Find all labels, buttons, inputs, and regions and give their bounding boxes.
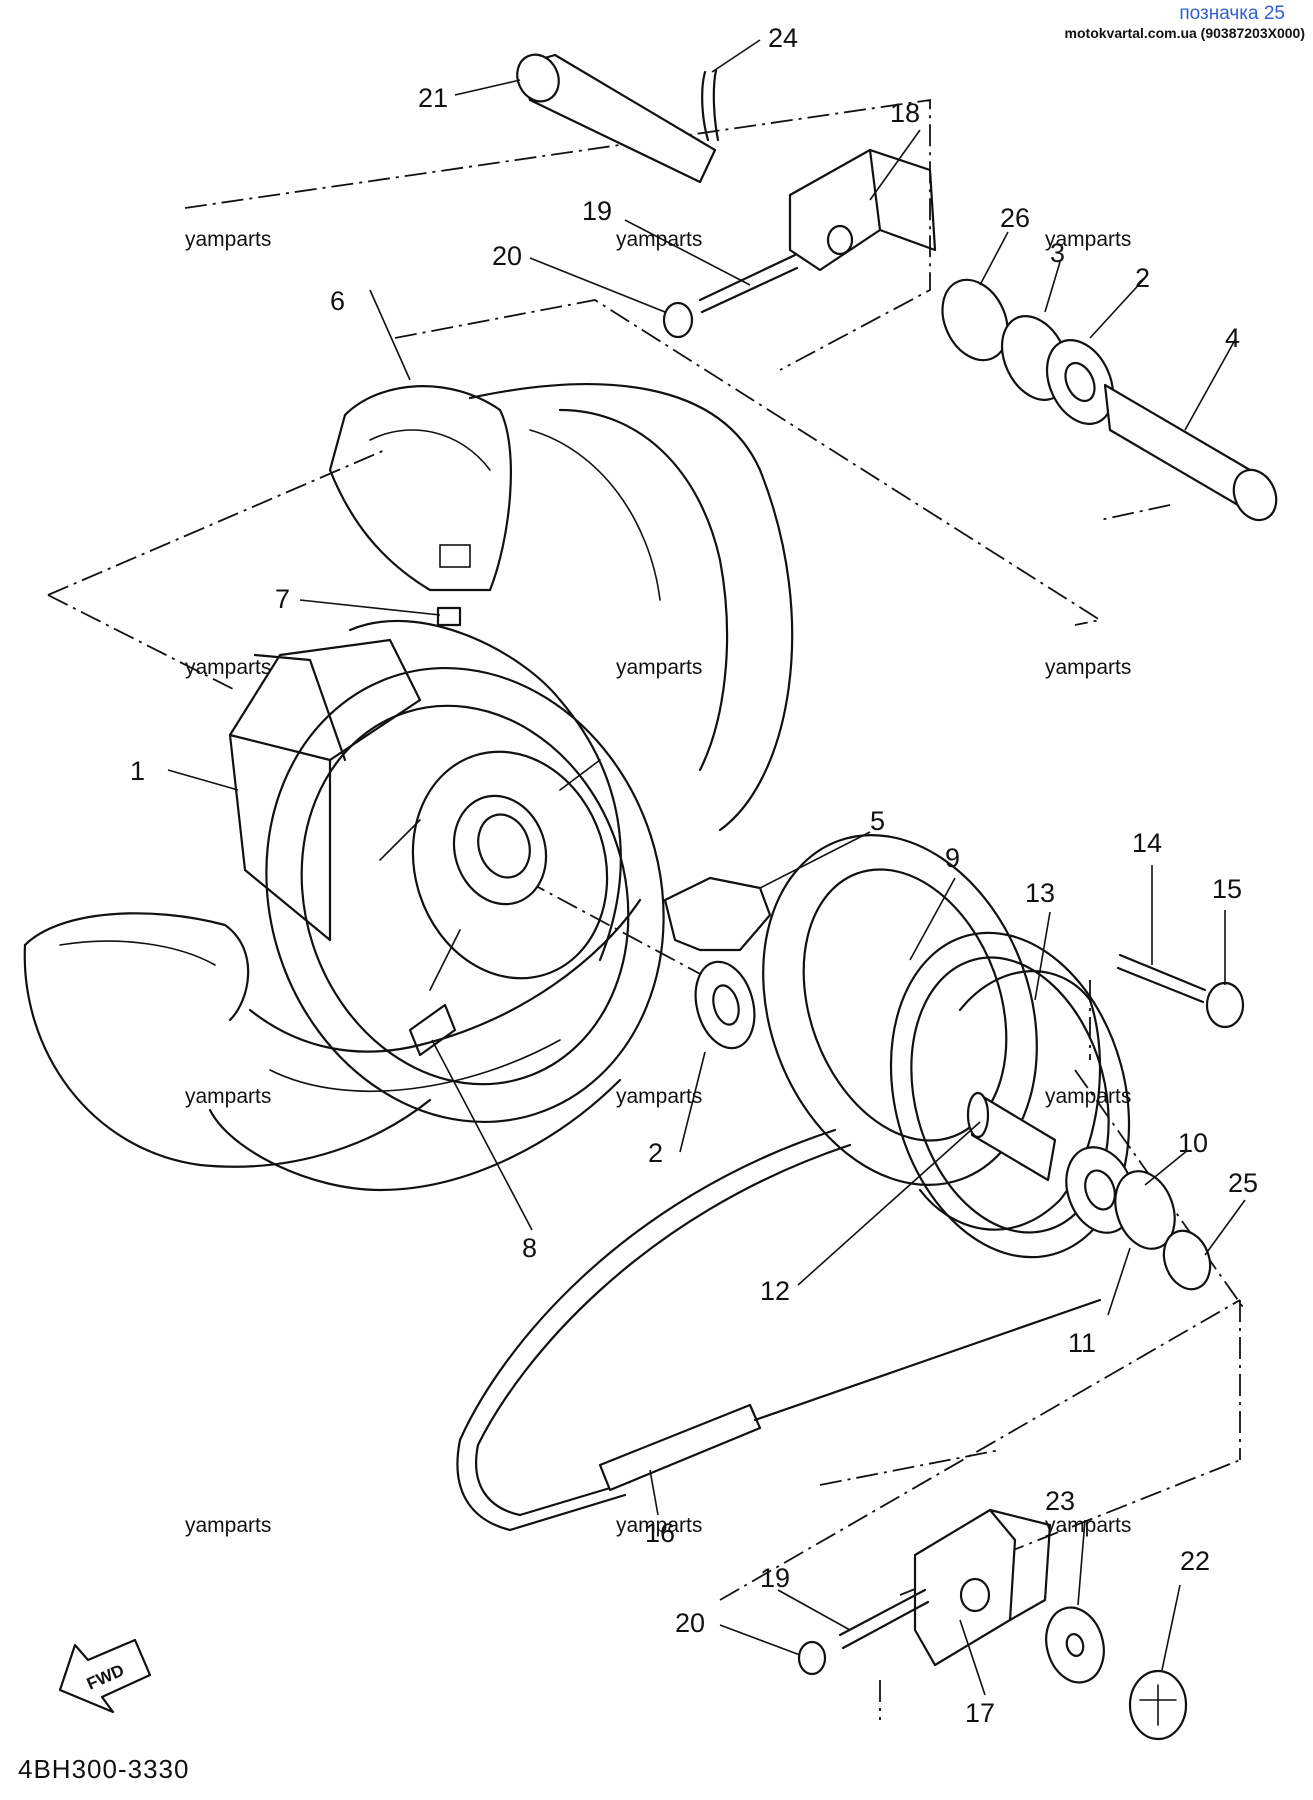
callout-4: 4 xyxy=(1225,323,1241,353)
callout-15: 15 xyxy=(1212,874,1243,904)
callout-2-right: 2 xyxy=(1135,263,1151,293)
wheel-hub xyxy=(228,619,665,1123)
chain-case xyxy=(23,385,512,1168)
callout-3: 3 xyxy=(1050,238,1066,268)
callout-5: 5 xyxy=(870,806,886,836)
callout-12: 12 xyxy=(760,1276,791,1306)
sprocket-assembly xyxy=(762,834,1245,1291)
callout-17: 17 xyxy=(965,1698,996,1728)
callout-19-upper: 19 xyxy=(582,196,613,226)
callout-20-upper: 20 xyxy=(492,241,523,271)
callout-2-left: 2 xyxy=(648,1138,664,1168)
watermark: yamparts xyxy=(1045,228,1132,251)
callout-24: 24 xyxy=(768,23,799,53)
callout-8: 8 xyxy=(522,1233,538,1263)
callout-18: 18 xyxy=(890,98,921,128)
header-source: motokvartal.com.ua (90387203X000) xyxy=(1064,25,1305,41)
watermark: yamparts xyxy=(1045,1085,1132,1108)
watermark: yamparts xyxy=(185,1085,272,1108)
watermark: yamparts xyxy=(616,228,703,251)
callout-9: 9 xyxy=(945,843,961,873)
watermark: yamparts xyxy=(185,228,272,251)
callout-14: 14 xyxy=(1132,828,1163,858)
watermark: yamparts xyxy=(185,656,272,679)
callout-25: 25 xyxy=(1228,1168,1259,1198)
diagram-code: 4BH300-3330 xyxy=(18,1754,190,1784)
drive-chain xyxy=(456,1128,1102,1532)
watermark: yamparts xyxy=(616,1514,703,1537)
lower-adjuster xyxy=(797,1508,1188,1741)
watermark: yamparts xyxy=(1045,656,1132,679)
watermark: yamparts xyxy=(616,656,703,679)
callout-16: 16 xyxy=(645,1518,676,1548)
fwd-arrow-icon: FWD xyxy=(58,1638,152,1714)
callout-13: 13 xyxy=(1025,878,1056,908)
callout-11: 11 xyxy=(1068,1328,1097,1358)
small-parts xyxy=(408,53,1278,1057)
callout-21: 21 xyxy=(418,83,449,113)
callout-1: 1 xyxy=(130,756,146,786)
callout-23: 23 xyxy=(1045,1486,1076,1516)
callout-26: 26 xyxy=(1000,203,1031,233)
callout-19-lower: 19 xyxy=(760,1563,791,1593)
rear-tire xyxy=(208,383,794,1192)
callout-22: 22 xyxy=(1180,1546,1211,1576)
callout-10: 10 xyxy=(1178,1128,1209,1158)
watermark: yamparts xyxy=(185,1514,272,1537)
watermark: yamparts xyxy=(616,1085,703,1108)
callout-7: 7 xyxy=(275,584,291,614)
watermark: yamparts xyxy=(1045,1514,1132,1537)
callout-6: 6 xyxy=(330,286,346,316)
leader-lines xyxy=(167,39,1246,1696)
header-tag: позначка 25 xyxy=(1179,3,1285,24)
callout-20-lower: 20 xyxy=(675,1608,706,1638)
